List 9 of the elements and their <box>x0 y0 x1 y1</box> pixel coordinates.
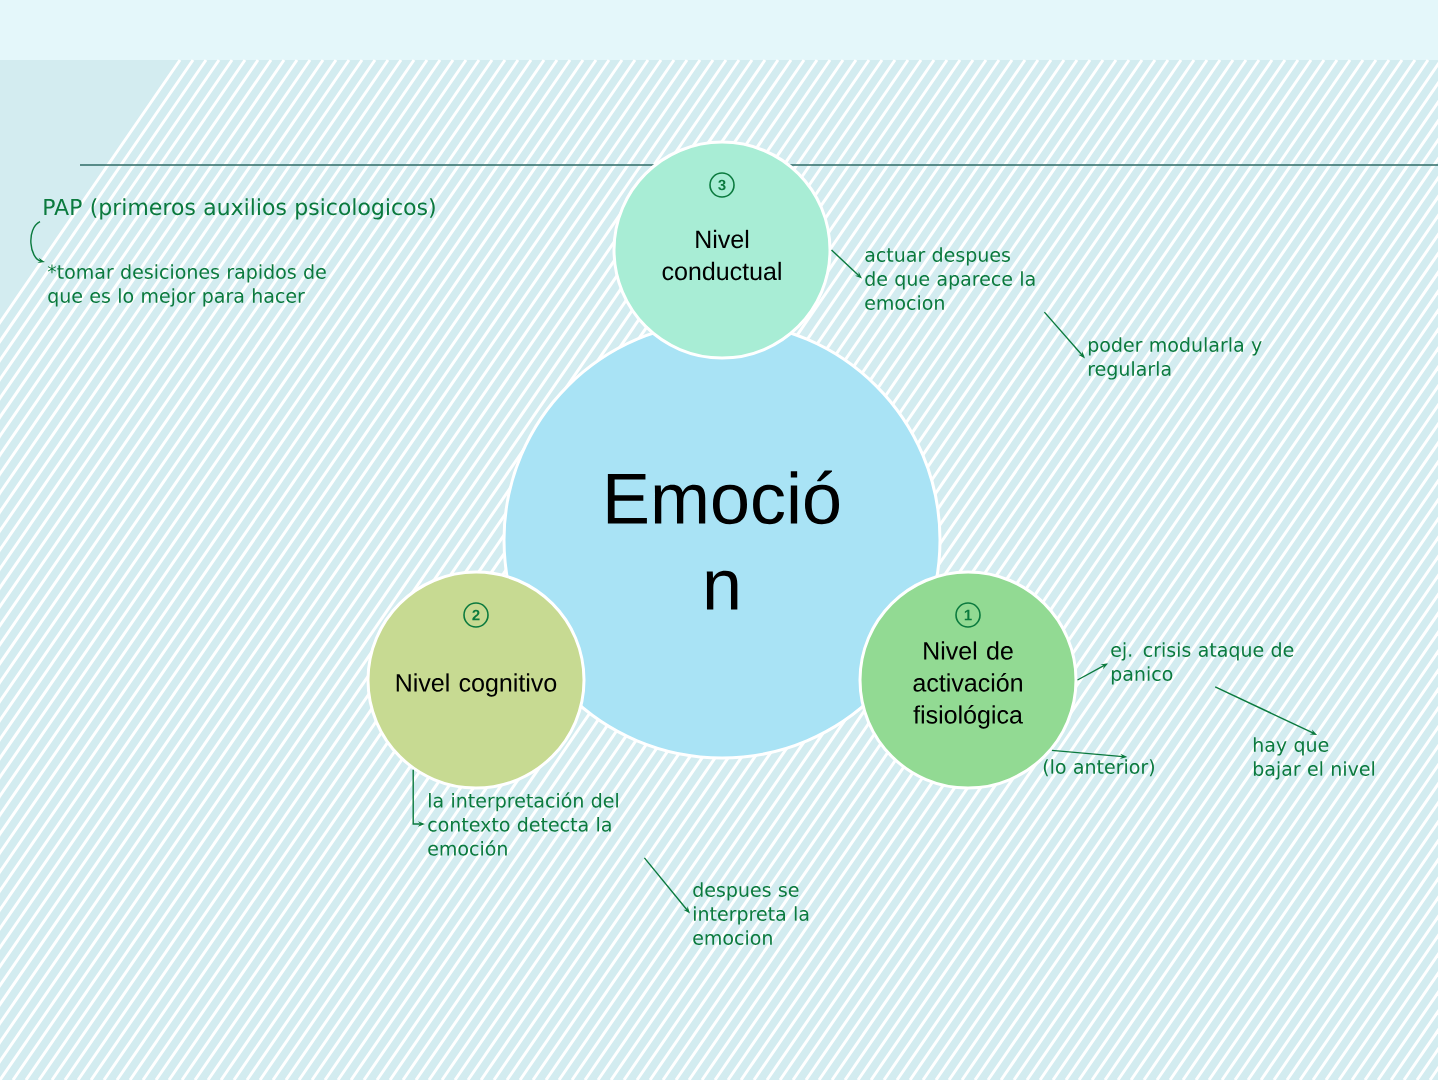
handwritten-note: la interpretación del contexto detecta la emoción <box>428 792 618 856</box>
handwritten-note: poder modularla y regularla <box>1088 337 1262 380</box>
handwritten-note: ej. crisis ataque de panico <box>1111 642 1294 685</box>
handwritten-note: *tomar desiciones rapidos de que es lo mejor para hacer <box>47 264 326 307</box>
arrow <box>1076 663 1108 681</box>
handwritten-note: PAP (primeros auxilios psicologicos) <box>44 198 435 220</box>
handwritten-note: actuar despues de que aparece la emocion <box>865 247 1035 310</box>
handwritten-note: despues se interpreta la emocion <box>693 882 809 945</box>
handwritten-note: hay que bajar el nivel <box>1253 737 1375 780</box>
